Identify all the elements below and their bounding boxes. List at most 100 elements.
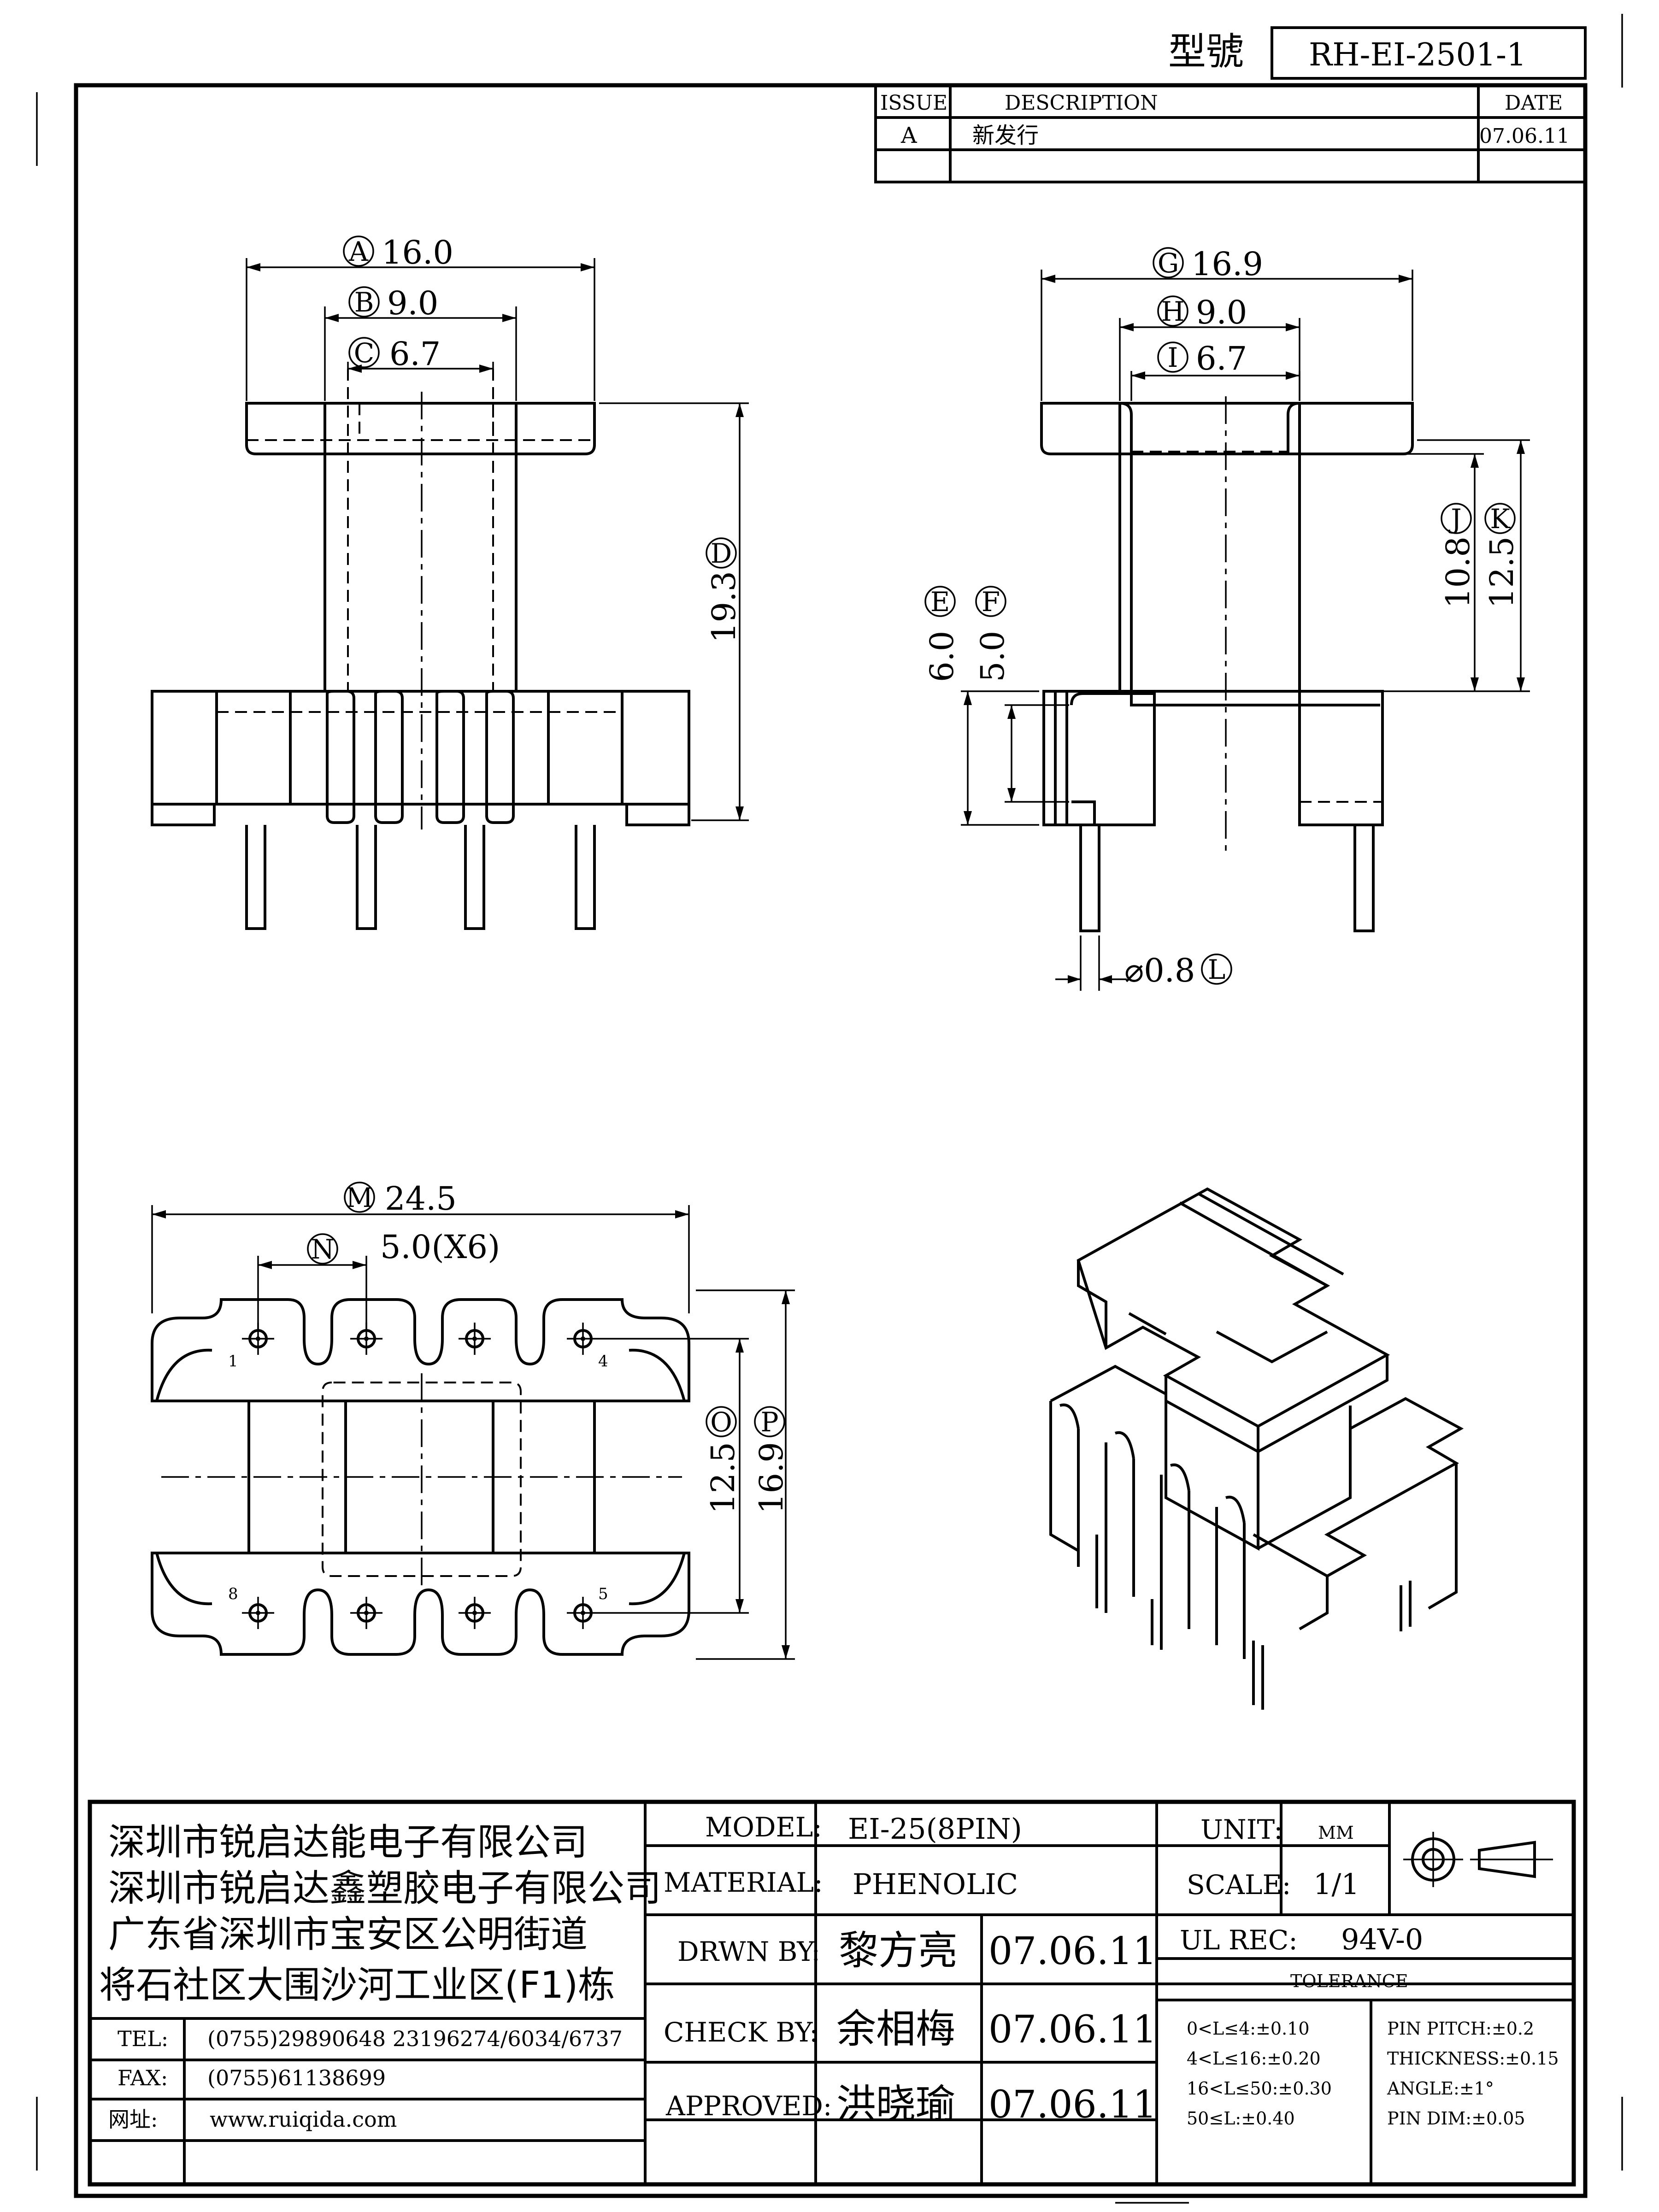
front-view <box>151 258 749 930</box>
approved-name: 洪晓瑜 <box>836 2081 955 2127</box>
dim-e: E 6.0 <box>923 586 961 682</box>
check-name: 余相梅 <box>836 2006 955 2052</box>
dim-m-value: 24.5 <box>385 1180 457 1218</box>
tel-value: (0755)29890648 23196274/6034/6737 <box>207 2026 623 2051</box>
drawn-label: DRWN BY: <box>677 1936 820 1967</box>
drawn-date: 07.06.11 <box>988 1930 1157 1973</box>
company-line-3: 广东省深圳市宝安区公明街道 <box>108 1913 588 1956</box>
bottom-view <box>151 1205 795 1660</box>
dim-e-value: 6.0 <box>923 631 961 682</box>
tolerance-right-3: ANGLE:±1° <box>1387 2078 1494 2099</box>
tolerance-left-4: 50≤L:±0.40 <box>1187 2108 1295 2129</box>
rev-header-description: DESCRIPTION <box>1005 91 1158 115</box>
dim-m: M 24.5 <box>344 1180 457 1218</box>
spec-table: MODEL: EI-25(8PIN) MATERIAL: PHENOLIC UN… <box>664 1812 1559 2129</box>
material-label: MATERIAL: <box>664 1867 823 1898</box>
dim-g: G 16.9 <box>1153 245 1263 283</box>
dim-a: A 16.0 <box>343 234 453 271</box>
ul-label: UL REC: <box>1180 1924 1298 1956</box>
company-info: 深圳市锐启达能电子有限公司 深圳市锐启达鑫塑胶电子有限公司 广东省深圳市宝安区公… <box>99 1821 661 2132</box>
dim-m-letter: M <box>346 1182 373 1213</box>
dim-o-letter: O <box>710 1406 732 1438</box>
model-number: RH-EI-2501-1 <box>1309 37 1526 73</box>
dim-c-value: 6.7 <box>389 335 441 373</box>
pin-labels: 1 4 8 5 <box>228 1352 608 1603</box>
rev-row-issue: A <box>900 123 918 148</box>
model-value: EI-25(8PIN) <box>848 1812 1022 1846</box>
tolerance-right-1: PIN PITCH:±0.2 <box>1387 2018 1534 2039</box>
rev-row-date: 07.06.11 <box>1479 124 1570 148</box>
rev-header-date: DATE <box>1505 91 1563 115</box>
dim-d-value: 19.3 <box>705 571 743 643</box>
dim-i-value: 6.7 <box>1196 340 1247 377</box>
side-view <box>961 270 1530 991</box>
dim-g-value: 16.9 <box>1191 245 1263 283</box>
company-line-1: 深圳市锐启达能电子有限公司 <box>108 1821 588 1864</box>
dim-h-letter: H <box>1161 296 1185 327</box>
approved-date: 07.06.11 <box>988 2083 1157 2127</box>
dim-o: O 12.5 <box>704 1406 742 1514</box>
tolerance-left-2: 4<L≤16:±0.20 <box>1187 2048 1321 2069</box>
dim-n-value: 5.0(X6) <box>380 1228 500 1266</box>
scale-label: SCALE: <box>1187 1869 1291 1900</box>
tolerance-label: TOLERANCE <box>1290 1971 1408 1991</box>
dim-n-letter: N <box>311 1234 335 1265</box>
tel-label: TEL: <box>118 2026 168 2051</box>
dim-n: N 5.0(X6) <box>307 1228 500 1266</box>
tolerance-right-4: PIN DIM:±0.05 <box>1387 2108 1525 2129</box>
dim-f-value: 5.0 <box>974 631 1012 682</box>
dim-p-value: 16.9 <box>753 1442 790 1514</box>
dim-f-letter: F <box>982 586 1000 618</box>
pin-4-label: 4 <box>598 1352 608 1371</box>
fax-label: FAX: <box>118 2065 168 2090</box>
unit-label: UNIT: <box>1200 1814 1283 1845</box>
dim-b: B 9.0 <box>348 284 438 322</box>
dim-d: D 19.3 <box>705 537 743 643</box>
model-label: MODEL: <box>705 1812 822 1843</box>
dim-f: F 5.0 <box>974 586 1012 682</box>
dim-i: I 6.7 <box>1157 340 1247 377</box>
dim-k-value: 12.5 <box>1483 536 1521 608</box>
tolerance-right-2: THICKNESS:±0.15 <box>1387 2048 1559 2069</box>
dim-j-letter: J <box>1448 503 1461 535</box>
dim-l-value: ⌀0.8 <box>1124 952 1195 989</box>
website-label: 网址: <box>108 2107 158 2132</box>
rev-row-description: 新发行 <box>972 123 1039 148</box>
material-value: PHENOLIC <box>853 1867 1018 1901</box>
sheet-frame <box>36 14 1623 2204</box>
dim-b-value: 9.0 <box>387 284 438 322</box>
dim-j: J 10.8 <box>1439 503 1477 608</box>
tolerance-left-3: 16<L≤50:±0.30 <box>1187 2078 1332 2099</box>
dim-h: H 9.0 <box>1157 294 1247 331</box>
dim-g-letter: G <box>1158 247 1179 279</box>
company-line-2: 深圳市锐启达鑫塑胶电子有限公司 <box>108 1867 661 1910</box>
title-block-frame <box>88 1800 1576 2187</box>
rev-header-issue: ISSUE <box>880 91 947 115</box>
isometric-view <box>1049 1187 1464 1710</box>
title-label: 型號 <box>1168 30 1244 74</box>
ul-value: 94V-0 <box>1341 1923 1423 1956</box>
dim-a-value: 16.0 <box>382 234 453 271</box>
dim-k: K 12.5 <box>1483 503 1521 608</box>
dim-c: C 6.7 <box>348 335 441 373</box>
revision-table: ISSUE DESCRIPTION DATE A 新发行 07.06.11 <box>874 84 1587 183</box>
check-date: 07.06.11 <box>988 2008 1157 2052</box>
unit-value: MM <box>1318 1823 1354 1843</box>
dim-e-letter: E <box>930 586 950 618</box>
pin-8-label: 8 <box>228 1585 238 1603</box>
dim-i-letter: I <box>1168 342 1178 373</box>
dim-j-value: 10.8 <box>1439 536 1477 608</box>
projection-symbol-icon <box>1403 1832 1553 1887</box>
dim-c-letter: C <box>354 337 374 369</box>
dim-h-value: 9.0 <box>1196 294 1247 331</box>
pin-1-label: 1 <box>228 1352 238 1371</box>
dim-p: P 16.9 <box>753 1406 790 1514</box>
website-value: www.ruiqida.com <box>210 2107 397 2132</box>
dim-p-letter: P <box>760 1406 778 1438</box>
pin-5-label: 5 <box>598 1585 608 1603</box>
dim-d-letter: D <box>711 538 732 569</box>
check-label: CHECK BY: <box>664 2017 818 2048</box>
tolerance-left-1: 0<L≤4:±0.10 <box>1187 2018 1310 2039</box>
dim-b-letter: B <box>354 287 374 318</box>
dim-o-value: 12.5 <box>704 1442 742 1514</box>
